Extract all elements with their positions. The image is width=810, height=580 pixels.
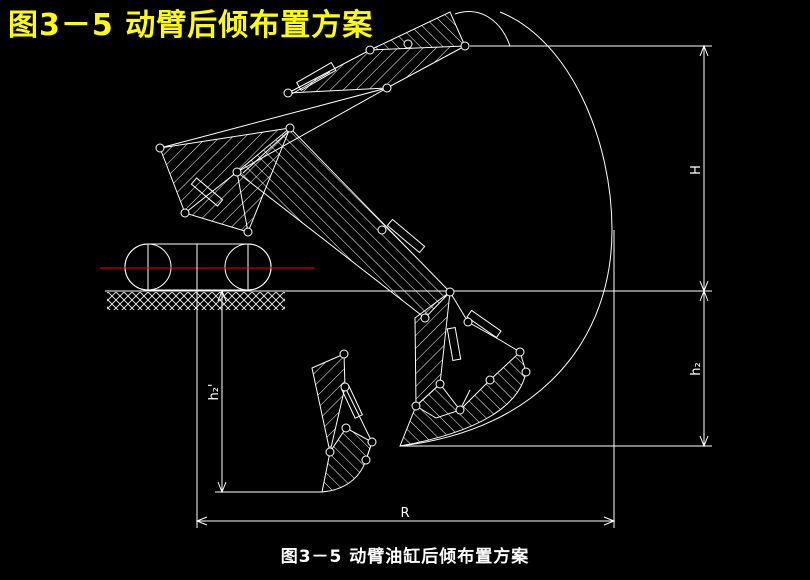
dimension-bottom <box>195 230 616 528</box>
pin-joints <box>155 39 531 465</box>
figure-heading: 图3－5 动臂后倾布置方案 <box>8 8 374 43</box>
bucket-lower <box>399 351 527 447</box>
digging-envelope <box>399 11 613 447</box>
dimension-R-label: R <box>400 506 409 521</box>
crawler-track <box>124 243 272 291</box>
figure-caption: 图3－5 动臂油缸后倾布置方案 <box>280 547 530 567</box>
dimension-right <box>400 44 712 448</box>
dimension-H-label: H <box>689 165 704 175</box>
envelope-top-arc <box>454 11 511 47</box>
boom-cylinder <box>190 61 426 254</box>
dimension-h2-label: h₂ <box>689 362 704 375</box>
bucket-inner <box>311 353 373 493</box>
upper-boom <box>287 11 466 94</box>
dimension-h2-prime-label: h₂' <box>207 383 222 400</box>
dimension-left <box>215 289 322 494</box>
